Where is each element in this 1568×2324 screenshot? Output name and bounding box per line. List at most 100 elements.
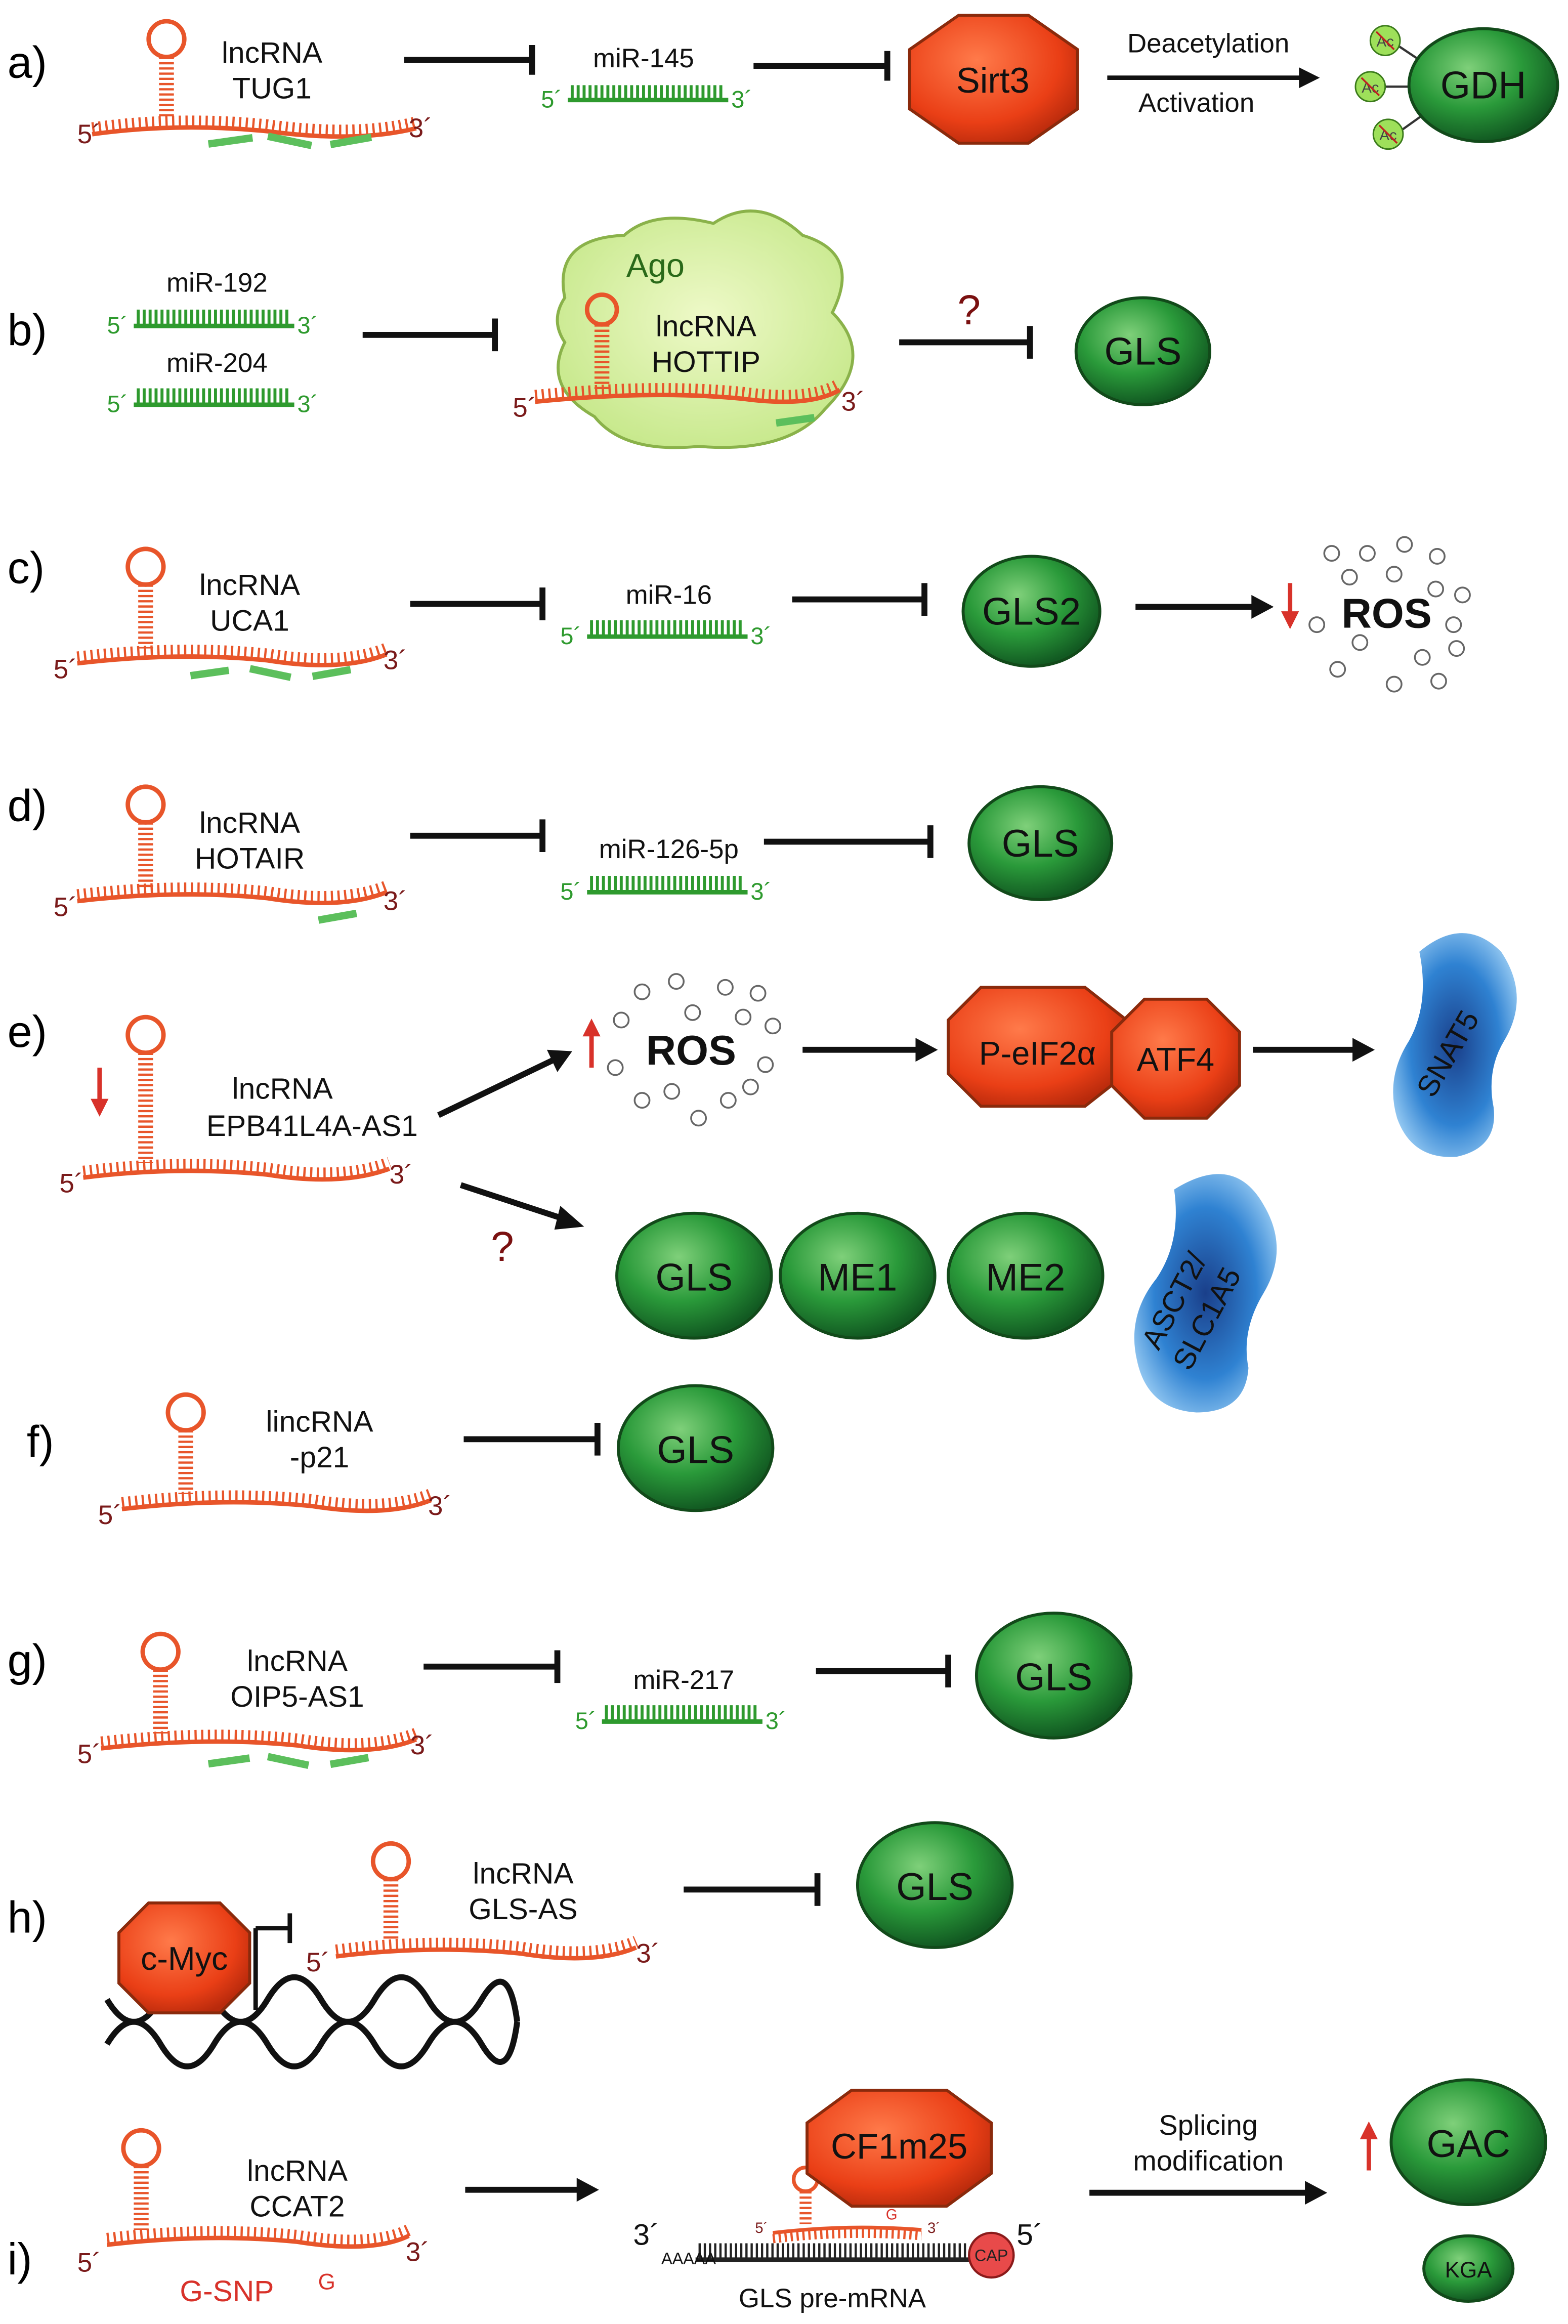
mirna-name: miR-145 xyxy=(593,44,694,73)
up-arrow-icon xyxy=(582,1019,601,1068)
lncrna-name-line2: UCA1 xyxy=(210,604,289,637)
three-prime-label: 3´ xyxy=(731,86,752,112)
three-prime-label: 3´ xyxy=(390,1160,413,1190)
lncrna-name-line1: lncRNA xyxy=(199,569,301,602)
inhibit-arrow xyxy=(362,318,498,352)
three-prime-label: 3´ xyxy=(384,886,407,916)
panel-label: h) xyxy=(8,1892,47,1942)
question-mark: ? xyxy=(491,1224,514,1270)
arrow-label-top: Deacetylation xyxy=(1127,29,1289,59)
up-arrow-icon xyxy=(1360,2121,1378,2171)
ago-label: Ago xyxy=(626,247,685,284)
mirna-strand xyxy=(568,85,729,103)
activation-arrow xyxy=(1253,1038,1375,1062)
panel-label: e) xyxy=(8,1006,47,1057)
ros-label: ROS xyxy=(646,1028,736,1074)
gls2-label: GLS2 xyxy=(982,590,1081,633)
mirna-name: miR-192 xyxy=(166,268,268,298)
me1-node xyxy=(779,1211,937,1340)
me2-node xyxy=(947,1211,1105,1340)
question-mark: ? xyxy=(957,287,981,333)
c-myc-label: c-Myc xyxy=(141,1940,228,1977)
lncrna-name-line1: lncRNA xyxy=(222,36,323,69)
lncrna-name-line2: TUG1 xyxy=(232,72,312,105)
inhibit-arrow xyxy=(753,51,891,81)
lncrna-name-line1: lncRNA xyxy=(247,1645,348,1678)
p-eif2a-label: P-eIF2α xyxy=(979,1035,1096,1072)
gls-label: GLS xyxy=(896,1866,973,1909)
five-prime-label: 5´ xyxy=(54,892,77,922)
panel-label: a) xyxy=(8,37,47,88)
three-prime-label: 3´ xyxy=(410,1730,434,1760)
inhibit-arrow xyxy=(253,1913,292,2010)
five-prime-label: 5´ xyxy=(77,1740,101,1769)
inhibit-arrow xyxy=(764,825,934,858)
ros-particles xyxy=(1308,536,1471,693)
panel-d: d) 5´ 3´ lncRNA HOTAIR miR-126-5p 5´ 3´ … xyxy=(8,780,1114,924)
panel-c: c) 5´ 3´ lncRNA UCA1 miR-16 5´ 3´ GLS2 xyxy=(8,536,1471,693)
c-myc-node xyxy=(117,1901,251,2015)
activation-arrow xyxy=(802,1038,938,1062)
activation-arrow xyxy=(465,2178,599,2202)
lncrna-name-line1: lncRNA xyxy=(473,1857,574,1890)
down-arrow-icon xyxy=(1281,583,1299,629)
gls-label: GLS xyxy=(657,1428,734,1471)
gls-node xyxy=(856,1821,1014,1949)
lncrna-name-line2: CCAT2 xyxy=(249,2190,345,2223)
five-prime-label: 5´ xyxy=(77,2248,101,2277)
lncrna-name-line2: GLS-AS xyxy=(469,1893,577,1926)
lncrna-name-line1: lncRNA xyxy=(656,310,757,343)
kga-label: KGA xyxy=(1445,2258,1493,2283)
mirna-name: miR-217 xyxy=(633,1665,734,1695)
gac-label: GAC xyxy=(1426,2123,1510,2166)
gls-node xyxy=(1074,296,1212,406)
three-prime-label: 3´ xyxy=(766,1707,787,1734)
gls-node xyxy=(974,1612,1133,1740)
lncrna-name-line1: lncRNA xyxy=(232,1073,333,1106)
lncrna-name-line1: lncRNA xyxy=(199,807,301,839)
inhibit-arrow xyxy=(816,1655,951,1687)
mirna-name: miR-204 xyxy=(166,348,268,378)
panel-label: c) xyxy=(8,542,45,593)
five-prime-label: 5´ xyxy=(107,391,128,417)
gls-label: GLS xyxy=(1002,822,1079,865)
five-prime-label: 5´ xyxy=(77,119,101,149)
acetyl-groups: Ac Ac Ac xyxy=(1354,25,1422,150)
activation-arrow xyxy=(1107,67,1320,89)
gls-node xyxy=(967,785,1114,901)
arrow-label-top: Splicing xyxy=(1159,2109,1257,2141)
me1-label: ME1 xyxy=(818,1256,897,1299)
activation-arrow xyxy=(459,1182,584,1230)
activation-arrow xyxy=(1089,2181,1328,2205)
cf1m25-label: CF1m25 xyxy=(831,2126,967,2166)
gls-label: GLS xyxy=(1104,330,1181,373)
three-prime-label: 3´ xyxy=(384,646,407,675)
inhibit-arrow xyxy=(792,583,927,616)
three-prime-label: 3´ xyxy=(750,878,772,905)
panel-b: b) miR-192 5´ 3´ miR-204 5´ 3´ Ago 5´ 3´… xyxy=(8,209,1212,449)
panel-e: e) 5´ 3´ lncRNA EPB41L4A-AS1 ROS xyxy=(8,933,1517,1413)
lncrna-name-line2: -p21 xyxy=(290,1441,350,1474)
mirna-name: miR-16 xyxy=(626,580,712,610)
three-prime-label: 3´ xyxy=(409,113,433,143)
mirna-name: miR-126-5p xyxy=(599,834,739,864)
panel-i: i) 5´ 3´ lncRNA CCAT2 G-SNP G G 5´ 3´ CF… xyxy=(8,2078,1547,2313)
three-prime-label: 3´ xyxy=(297,312,318,339)
panel-label: d) xyxy=(8,780,47,830)
lncrna-name-line2: HOTTIP xyxy=(652,346,760,378)
inhibit-arrow xyxy=(423,1650,561,1683)
ros-particles xyxy=(607,973,781,1127)
p-eif2a-node xyxy=(947,986,1128,1108)
five-prime-label: 5´ xyxy=(306,1948,330,1977)
activation-arrow xyxy=(437,1049,572,1118)
inhibit-arrow xyxy=(410,587,546,620)
premrna-label: GLS pre-mRNA xyxy=(739,2284,926,2313)
down-arrow-icon xyxy=(91,1067,109,1117)
panel-label: i) xyxy=(8,2234,32,2284)
g-label: G xyxy=(318,2270,335,2295)
atf4-node xyxy=(1110,997,1241,1120)
gls-label: GLS xyxy=(655,1256,733,1299)
lncrna-name-line2: EPB41L4A-AS1 xyxy=(206,1110,418,1143)
lncrna-name-line1: lncRNA xyxy=(247,2154,348,2187)
gls2-node xyxy=(961,555,1101,668)
